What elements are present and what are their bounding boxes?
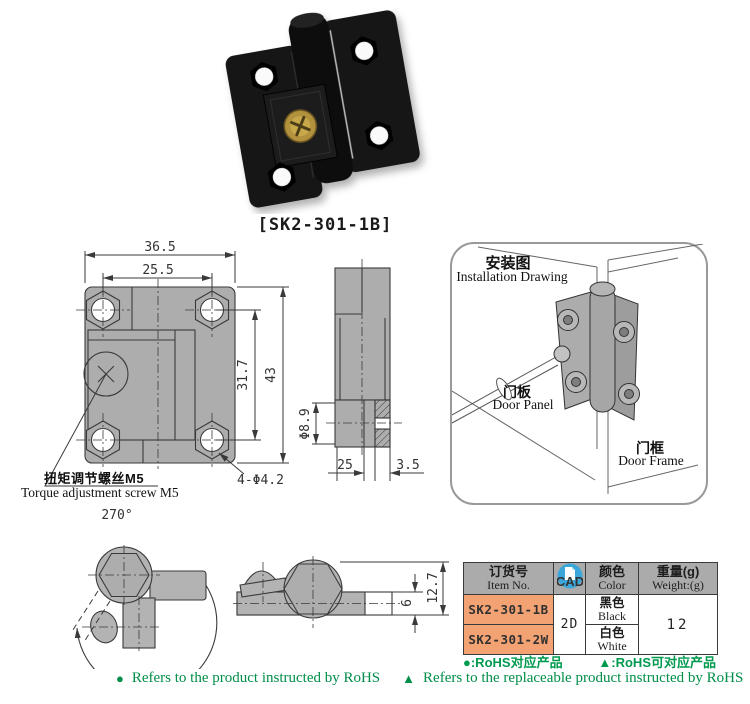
side-view-body	[334, 267, 391, 448]
product-code-label: [SK2-301-1B]	[257, 215, 393, 235]
top-view-dimensions	[340, 561, 449, 633]
dim-total-thickness: 12.7	[426, 572, 441, 603]
installation-title-zh: 安装图	[485, 255, 531, 272]
dim-barrel-diameter: Φ8.9	[298, 408, 313, 439]
color-cell: 白色 White	[585, 624, 639, 655]
col-header-weight: 重量(g) Weight:(g)	[638, 562, 718, 595]
installation-illustration	[452, 244, 704, 494]
col-header-color: 颜色 Color	[585, 562, 639, 595]
torque-screw-label-zh: 扭矩调节螺丝M5	[44, 471, 145, 486]
color-zh: 黑色	[599, 595, 625, 610]
rohs-footnote: ● Refers to the product instructed by Ro…	[116, 670, 746, 687]
dim-depth: 25	[337, 458, 353, 473]
rohs-triangle-note: Refers to the replaceable product instru…	[423, 670, 744, 686]
product-photo	[225, 10, 420, 208]
rotation-view-drawing: 270°	[70, 508, 218, 669]
dim-hole-height: 31.7	[236, 359, 251, 390]
installation-box: 安装图 Installation Drawing 门板 Door Panel 门…	[450, 242, 708, 505]
col-header-item: 订货号 Item No.	[463, 562, 554, 595]
cad-icon-text: CAD	[557, 574, 583, 589]
item-header-en: Item No.	[487, 578, 530, 593]
front-view-body	[83, 286, 236, 464]
torque-screw-label-en: Torque adjustment screw M5	[21, 485, 179, 500]
color-zh: 白色	[599, 625, 625, 640]
item-no-cell: SK2-301-1B	[463, 594, 554, 625]
rohs-triangle-icon: ▲	[402, 671, 416, 686]
dim-hole-width: 25.5	[142, 263, 173, 278]
color-en: Black	[598, 609, 626, 624]
front-view-dimensions	[44, 251, 289, 487]
side-view-centerlines	[326, 259, 402, 455]
installation-title-en: Installation Drawing	[456, 269, 568, 284]
table-row: SK2-301-2W 白色 White	[463, 624, 718, 655]
table-row: SK2-301-1B 2D 黑色 Black 12	[463, 594, 718, 655]
rotation-angle: 270°	[101, 508, 132, 523]
rotation-arc	[74, 571, 218, 669]
door-panel-label-en: Door Panel	[492, 397, 554, 412]
item-no-cell: SK2-301-2W	[463, 624, 554, 655]
dim-outer-height: 43	[264, 367, 279, 383]
hinge-photo-body	[225, 10, 420, 208]
door-frame-label-zh: 门框	[636, 440, 664, 456]
door-panel-label-zh: 门板	[503, 384, 531, 400]
side-view-drawing: Φ8.9 25 3.5	[298, 259, 424, 481]
cad-value-cell: 2D	[553, 594, 586, 655]
rohs-legend: ●:RoHS对应产品 ▲:RoHS可对应产品	[463, 652, 716, 671]
color-header-zh: 颜色	[598, 564, 625, 580]
item-header-zh: 订货号	[488, 564, 528, 580]
rohs-legend-triangle: ▲:RoHS可对应产品	[598, 655, 716, 670]
color-header-en: Color	[598, 578, 626, 593]
weight-header-en: Weight:(g)	[652, 578, 704, 593]
color-cell: 黑色 Black	[585, 594, 639, 625]
rohs-dot-note: Refers to the product instructed by RoHS	[131, 670, 381, 686]
top-view-centerlines	[233, 556, 401, 628]
top-view-drawing: 6 12.7	[233, 556, 449, 633]
rotation-centerlines	[82, 545, 160, 651]
dim-mounting-holes: 4-Φ4.2	[237, 473, 284, 488]
top-view-body	[236, 559, 393, 619]
door-frame-label-en: Door Frame	[618, 453, 684, 468]
rohs-legend-dot: ●:RoHS对应产品	[463, 655, 563, 670]
rotation-hinge-shape	[90, 546, 207, 649]
dim-thickness: 3.5	[396, 458, 419, 473]
dim-leaf-thickness: 6	[400, 599, 415, 607]
hinge-photo-holes	[250, 36, 394, 192]
weight-value-cell: 12	[638, 594, 718, 655]
installed-hinge	[553, 281, 640, 421]
dim-outer-width: 36.5	[144, 241, 175, 255]
screwdriver	[452, 356, 559, 424]
weight-header-zh: 重量(g)	[656, 564, 700, 580]
rotation-open-position	[70, 590, 111, 643]
torque-screw-photo	[283, 109, 318, 143]
side-view-dimensions	[312, 402, 424, 481]
rohs-dot-icon: ●	[116, 671, 124, 686]
front-view-drawing: 36.5 25.5 31.7 43 4-Φ4.2	[44, 241, 289, 488]
spec-table: 订货号 Item No. CAD 颜色 Color 重量(g) Weight:(…	[463, 562, 718, 655]
color-en: White	[597, 639, 627, 654]
cad-icon: CAD	[555, 563, 584, 589]
col-header-cad: CAD	[553, 562, 586, 595]
